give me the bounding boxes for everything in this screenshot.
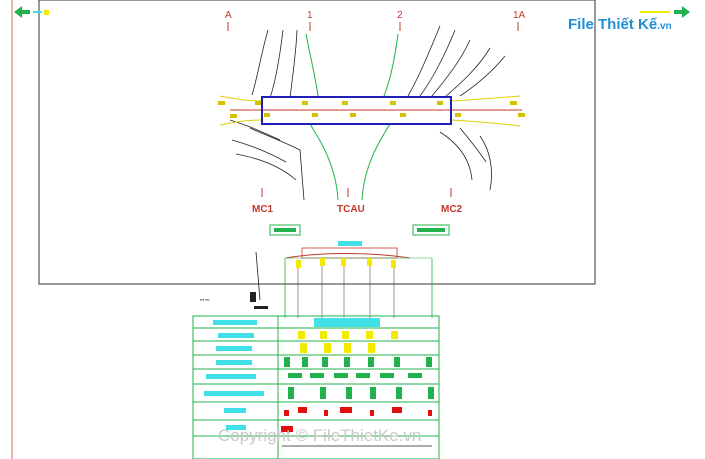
profile-table — [192, 315, 440, 459]
bridge-outline — [261, 96, 452, 125]
arrow-right-icon — [640, 6, 690, 18]
table-cells-yellow — [298, 331, 398, 353]
terrain-green-lines — [305, 33, 399, 201]
station-label-mc1: MC1 — [252, 204, 274, 215]
legend-title-text: ▪▪▪ ▪▪▪ — [200, 297, 210, 302]
copyright-watermark: Copyright © FileThietKe.vn — [218, 426, 422, 445]
table-cells-green — [284, 357, 434, 399]
elevation-markers — [218, 101, 525, 118]
top-axis-ticks — [227, 22, 519, 31]
arrow-left-icon — [14, 6, 49, 18]
terrain-contours — [229, 25, 506, 201]
brand-suffix: .vn — [657, 21, 672, 32]
table-cells-cyan — [314, 318, 380, 327]
axis-label-1a: 1A — [513, 10, 526, 21]
table-cells-red — [281, 407, 432, 432]
bottom-axis-ticks — [261, 188, 452, 197]
profile-section — [250, 224, 450, 318]
axis-label-1: 1 — [307, 10, 313, 21]
axis-label-a: A — [225, 10, 232, 21]
road-edges — [219, 95, 521, 127]
axis-label-2: 2 — [397, 10, 403, 21]
brand-logo: File Thiết Kế.vn — [568, 16, 672, 33]
station-label-mc2: MC2 — [441, 204, 463, 215]
table-row-headers — [204, 320, 264, 430]
station-label-tcau: TCAU — [337, 204, 365, 215]
brand-name: File Thiết Kế — [568, 16, 658, 33]
plan-frame — [38, 0, 596, 285]
